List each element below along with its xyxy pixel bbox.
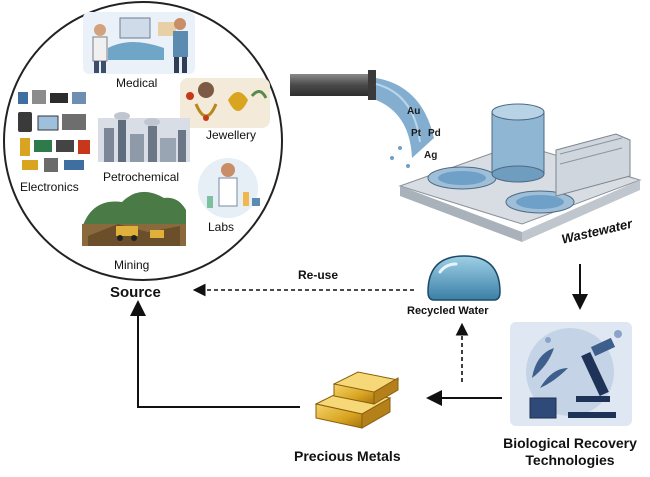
label-source: Source: [110, 284, 161, 301]
label-metal-pt: Pt: [411, 128, 421, 139]
arrow-gold-to-source: [130, 300, 300, 408]
flow-arrows: [130, 264, 588, 408]
discharge-pipe: [290, 70, 376, 100]
label-metal-au: Au: [407, 106, 421, 117]
jewellery-illustration: [180, 78, 270, 128]
label-bio-recovery-line1: Biological Recovery: [503, 435, 637, 451]
label-jewellery: Jewellery: [206, 128, 257, 142]
label-metal-ag: Ag: [424, 150, 438, 161]
petrochemical-illustration: [98, 112, 190, 162]
mining-illustration: [82, 191, 186, 246]
label-bio-recovery: Biological Recovery Technologies: [486, 435, 650, 469]
label-medical: Medical: [116, 76, 158, 90]
label-mining: Mining: [114, 258, 150, 272]
label-bio-recovery-line2: Technologies: [525, 452, 615, 468]
gold-bars-illustration: [314, 371, 400, 429]
label-petrochemical: Petrochemical: [103, 170, 180, 184]
label-reuse: Re-use: [298, 268, 339, 282]
recycled-water-drop: [427, 255, 501, 301]
label-metal-pd: Pd: [428, 128, 441, 139]
label-electronics: Electronics: [20, 180, 79, 194]
labs-illustration: [198, 158, 260, 218]
label-precious-metals: Precious Metals: [294, 448, 401, 464]
electronics-illustration: [18, 90, 90, 172]
medical-illustration: [83, 12, 195, 74]
bio-recovery-illustration: [510, 322, 632, 426]
treatment-plant: [398, 103, 642, 242]
water-stream: [375, 78, 434, 168]
label-recycled-water: Recycled Water: [407, 305, 489, 317]
label-labs: Labs: [208, 220, 235, 234]
